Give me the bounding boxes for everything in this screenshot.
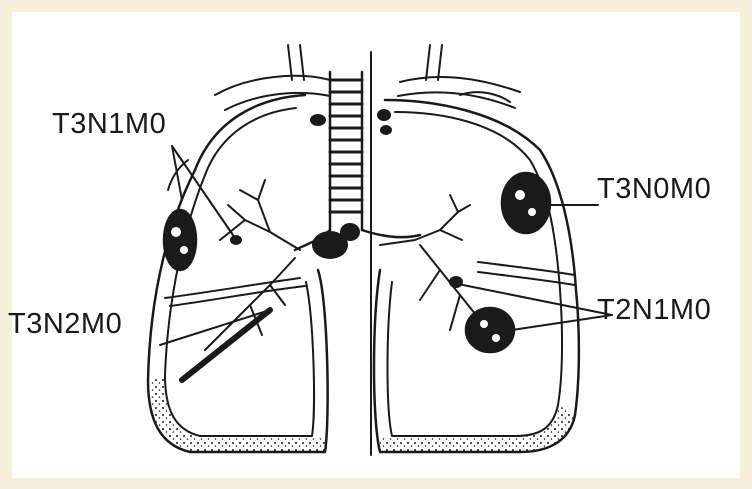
right-upper-tumor: [502, 173, 550, 233]
left-lower-lesion: [182, 310, 270, 380]
right-lung: [374, 100, 579, 452]
label-left-lower: T3N2M0: [8, 310, 122, 339]
right-lower-tumor: [466, 308, 514, 352]
left-pleura-stipple: [150, 378, 325, 452]
label-right-upper: T3N0M0: [597, 175, 711, 204]
label-right-lower: T2N1M0: [597, 296, 711, 325]
label-left-upper: T3N1M0: [52, 110, 166, 139]
pointer-lines: [160, 146, 612, 345]
left-upper-tumor: [164, 210, 196, 270]
right-pleura-stipple: [380, 405, 575, 452]
neck-vessels: [215, 45, 520, 110]
trachea: [295, 72, 420, 250]
